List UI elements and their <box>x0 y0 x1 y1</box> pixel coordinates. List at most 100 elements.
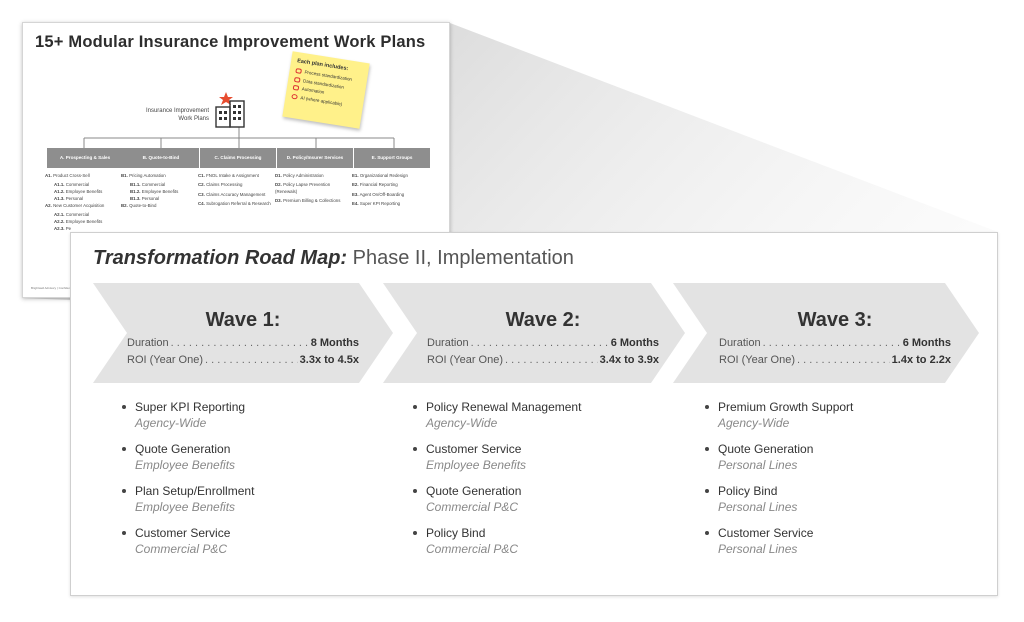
category-header: B. Quote-to-Bind <box>123 148 199 168</box>
item-code: C2. <box>198 182 205 188</box>
item-label: Agent On/Off-Boarding <box>359 191 405 197</box>
item-code: D1. <box>275 173 282 178</box>
category-item: D2. Policy Lapse Prevention (Renewals) <box>275 182 353 195</box>
item-code: C1. <box>198 173 205 178</box>
item-code: E1. <box>352 173 359 178</box>
building-icon <box>215 92 245 128</box>
item-code: A2.2. <box>54 219 65 225</box>
item-scope: Agency-Wide <box>135 416 207 430</box>
item-code: B1.2. <box>130 189 141 195</box>
item-code: E3. <box>352 191 359 197</box>
item-scope: Commercial P&C <box>426 542 519 556</box>
leader-dots <box>505 354 598 366</box>
item-label: Employee Benefits <box>65 189 103 195</box>
item-code: D3. <box>275 198 282 204</box>
item-code: E4. <box>352 201 359 207</box>
category-item: E3. Agent On/Off-Boarding <box>352 192 430 198</box>
item-name: Customer Service <box>410 441 650 457</box>
leader-dots <box>797 354 890 366</box>
item-name: Policy Bind <box>702 483 942 499</box>
duration-label: Duration <box>127 337 169 349</box>
item-label: Personal <box>141 196 160 202</box>
leader-dots <box>763 337 901 349</box>
item-scope: Employee Benefits <box>135 458 236 472</box>
item-name: Customer Service <box>702 525 942 541</box>
category-item: C2. Claims Processing <box>198 182 276 188</box>
item-name: Policy Bind <box>410 525 650 541</box>
item-code: B1.3. <box>130 196 141 202</box>
duration-label: Duration <box>719 337 761 349</box>
item-label: Employee Benefits <box>65 219 103 225</box>
item-code: A1.2. <box>54 189 65 195</box>
roi-row: ROI (Year One) 3.4x to 3.9x <box>427 354 659 366</box>
wave-title: Wave 2: <box>505 309 581 331</box>
chevron-row <box>93 283 979 383</box>
item-scope: Employee Benefits <box>426 458 527 472</box>
category-item: A1.3. Personal <box>45 196 123 202</box>
category-item: D1. Policy Administration <box>275 173 353 179</box>
roadmap-card: Transformation Road Map: Phase II, Imple… <box>70 232 998 596</box>
leader-dots <box>471 337 609 349</box>
item-scope: Commercial P&C <box>426 500 519 514</box>
roi-value: 3.3x to 4.5x <box>299 354 359 366</box>
wave-1-chevron <box>93 283 393 383</box>
roadmap-title-rest: Phase II, Implementation <box>352 247 574 269</box>
automation-icon <box>292 84 300 91</box>
item-label: Premium Billing & Collections <box>283 198 341 204</box>
roadmap-title-bold: Transformation Road Map: <box>93 247 348 269</box>
item-scope: Agency-Wide <box>718 416 790 430</box>
roi-label: ROI (Year One) <box>427 354 504 366</box>
item-label: Commercial <box>65 182 90 188</box>
category-item: A2.2. Employee Benefits <box>45 219 123 225</box>
item-label: Commercial <box>141 182 166 188</box>
item-label: Pricing Automation <box>129 173 166 178</box>
category-item: B1. Pricing Automation <box>121 173 199 179</box>
roi-value: 3.4x to 3.9x <box>599 354 659 366</box>
category-header: E. Support Groups <box>354 148 430 168</box>
sticky-note: Each plan includes: Process standardizat… <box>282 51 370 129</box>
item-code: A1.1. <box>54 182 65 188</box>
item-label: Employee Benefits <box>141 189 179 195</box>
category-item: E2. Financial Reporting <box>352 182 430 188</box>
ai-icon <box>291 93 299 100</box>
item-label: FNOL Intake & Assignment <box>206 173 259 178</box>
category-item: B1.2. Employee Benefits <box>121 189 199 195</box>
item-label: Claims Processing <box>206 182 243 188</box>
roi-value: 1.4x to 2.2x <box>891 354 951 366</box>
category-item: A1. Product Cross-Sell <box>45 173 123 179</box>
item-label: Organizational Redesign <box>359 173 408 178</box>
roi-label: ROI (Year One) <box>127 354 204 366</box>
category-header: D. Policy/Insurer Services <box>277 148 353 168</box>
item-code: B2. <box>121 203 128 208</box>
item-name: Policy Renewal Management <box>410 399 650 415</box>
item-label: Claims Accuracy Management <box>206 191 266 197</box>
slide-title: 15+ Modular Insurance Improvement Work P… <box>35 33 426 51</box>
item-scope: Personal Lines <box>718 500 798 514</box>
wave-title: Wave 1: <box>205 309 281 331</box>
item-label: Financial Reporting <box>359 182 398 188</box>
item-name: Customer Service <box>119 525 359 541</box>
category-item: B1.1. Commercial <box>121 182 199 188</box>
item-name: Premium Growth Support <box>702 399 942 415</box>
item-label: Product Cross-Sell <box>53 173 90 178</box>
leader-dots <box>171 337 309 349</box>
roi-row: ROI (Year One) 3.3x to 4.5x <box>127 354 359 366</box>
item-scope: Personal Lines <box>718 542 798 556</box>
item-label: Personal <box>65 196 84 202</box>
item-code: A1.3. <box>54 196 65 202</box>
work-plans-label: Insurance Improvement Work Plans <box>145 108 209 123</box>
duration-row: Duration8 Months <box>127 337 359 349</box>
wave-2-chevron <box>383 283 685 383</box>
category-item: D3. Premium Billing & Collections <box>275 198 353 204</box>
category-item: B1.3. Personal <box>121 196 199 202</box>
category-item: A1.1. Commercial <box>45 182 123 188</box>
